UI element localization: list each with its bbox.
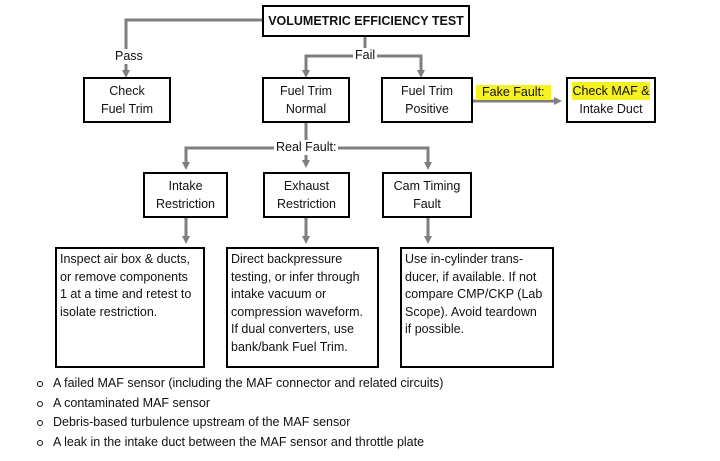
- title-text: VOLUMETRIC EFFICIENCY TEST: [268, 14, 464, 28]
- pass-connector: [122, 18, 262, 78]
- intake-action-line: 1 at a time and retest to: [60, 287, 192, 301]
- list-item: Debris-based turbulence upstream of the …: [36, 413, 443, 433]
- list-item: A failed MAF sensor (including the MAF c…: [36, 374, 443, 394]
- intake-action-line: isolate restriction.: [60, 304, 158, 319]
- check-maf-line-2: Intake Duct: [579, 102, 643, 116]
- cam-action-line: Use in-cylinder trans-: [405, 252, 524, 266]
- cam-timing-fault-box: Cam Timing Fault: [382, 172, 472, 218]
- check-fuel-trim-line-2: Fuel Trim: [100, 102, 154, 116]
- fuel-trim-normal-line-2: Normal: [285, 102, 327, 116]
- cam-action-line: compare CMP/CKP (Lab: [405, 287, 543, 301]
- exhaust-action-line: intake vacuum or: [231, 287, 327, 301]
- list-item: A contaminated MAF sensor: [36, 394, 443, 414]
- intake-action-line: Inspect air box & ducts,: [60, 252, 190, 266]
- exhaust-action-line: compression waveform.: [231, 304, 363, 319]
- intake-restriction-box: Intake Restriction: [143, 172, 228, 218]
- real-fault-label: Real Fault:: [274, 140, 339, 155]
- fuel-trim-normal-line-1: Fuel Trim: [279, 84, 333, 98]
- fuel-trim-normal-box: Fuel Trim Normal: [262, 77, 350, 123]
- fuel-trim-positive-line-2: Positive: [405, 102, 449, 116]
- exhaust-restriction-line-1: Exhaust: [283, 179, 330, 193]
- title-box: VOLUMETRIC EFFICIENCY TEST: [262, 5, 470, 37]
- fuel-trim-positive-line-1: Fuel Trim: [400, 84, 454, 98]
- fail-left-connector: [302, 54, 365, 78]
- fail-right-connector: [365, 54, 425, 78]
- exhaust-action-line: Direct backpressure: [231, 252, 343, 266]
- check-fuel-trim-box: Check Fuel Trim: [83, 77, 171, 123]
- exhaust-restriction-box: Exhaust Restriction: [263, 172, 350, 218]
- exhaust-action-line: If dual converters, use: [231, 322, 354, 336]
- cam-action-box: Use in-cylinder trans- ducer, if availab…: [400, 247, 554, 368]
- intake-restriction-line-2: Restriction: [155, 197, 216, 211]
- check-fuel-trim-line-1: Check: [109, 84, 145, 98]
- pass-label: Pass: [113, 49, 145, 64]
- check-maf-box: Check MAF & Intake Duct: [566, 77, 656, 123]
- intake-action-box: Inspect air box & ducts, or remove compo…: [55, 247, 205, 368]
- intake-restriction-line-1: Intake: [168, 179, 203, 193]
- check-maf-line-1: Check MAF &: [572, 82, 650, 100]
- fail-label: Fail: [353, 48, 378, 63]
- cam-action-line: ducer, if available. If not: [405, 269, 537, 284]
- exhaust-restriction-line-2: Restriction: [276, 197, 337, 211]
- fake-fault-label: Fake Fault:: [476, 85, 551, 100]
- notes-list: A failed MAF sensor (including the MAF c…: [33, 374, 443, 453]
- fuel-trim-positive-box: Fuel Trim Positive: [381, 77, 473, 123]
- cam-timing-fault-line-1: Cam Timing: [393, 179, 461, 193]
- exhaust-action-line: bank/bank Fuel Trim.: [231, 339, 348, 354]
- cam-action-line: Scope). Avoid teardown: [405, 304, 537, 319]
- intake-action-line: or remove components: [60, 269, 188, 284]
- list-item: A leak in the intake duct between the MA…: [36, 433, 443, 453]
- cam-action-line: if possible.: [405, 322, 465, 336]
- cam-timing-fault-line-2: Fault: [413, 197, 441, 211]
- exhaust-action-line: testing, or infer through: [231, 269, 360, 284]
- exhaust-action-box: Direct backpressure testing, or infer th…: [226, 247, 379, 368]
